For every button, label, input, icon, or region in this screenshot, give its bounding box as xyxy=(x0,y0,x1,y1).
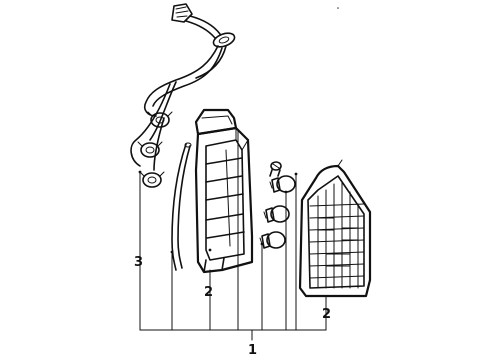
lens-grid xyxy=(309,181,365,289)
bulb-socket-middle xyxy=(137,141,163,158)
leader-lines xyxy=(138,129,327,341)
scan-speck xyxy=(337,7,339,9)
screw xyxy=(269,161,282,177)
bulb-upper xyxy=(269,175,296,193)
bulb-middle xyxy=(263,205,290,223)
harness-grommet xyxy=(212,32,236,48)
callout-2-housing: 2 xyxy=(204,285,213,300)
callout-3: 3 xyxy=(134,255,143,270)
callout-labels: 1 2 2 3 xyxy=(134,255,331,358)
wiring-harness xyxy=(130,3,236,188)
lamp-housing xyxy=(194,108,254,274)
outer-lens xyxy=(298,159,372,298)
callout-2-lens: 2 xyxy=(322,307,331,322)
bulb-socket-lower xyxy=(139,171,165,188)
bulb-lower xyxy=(259,231,286,249)
callout-1: 1 xyxy=(248,343,257,358)
harness-connector xyxy=(171,3,193,23)
bulb-socket-upper xyxy=(147,111,173,128)
gasket-strip xyxy=(171,142,192,271)
